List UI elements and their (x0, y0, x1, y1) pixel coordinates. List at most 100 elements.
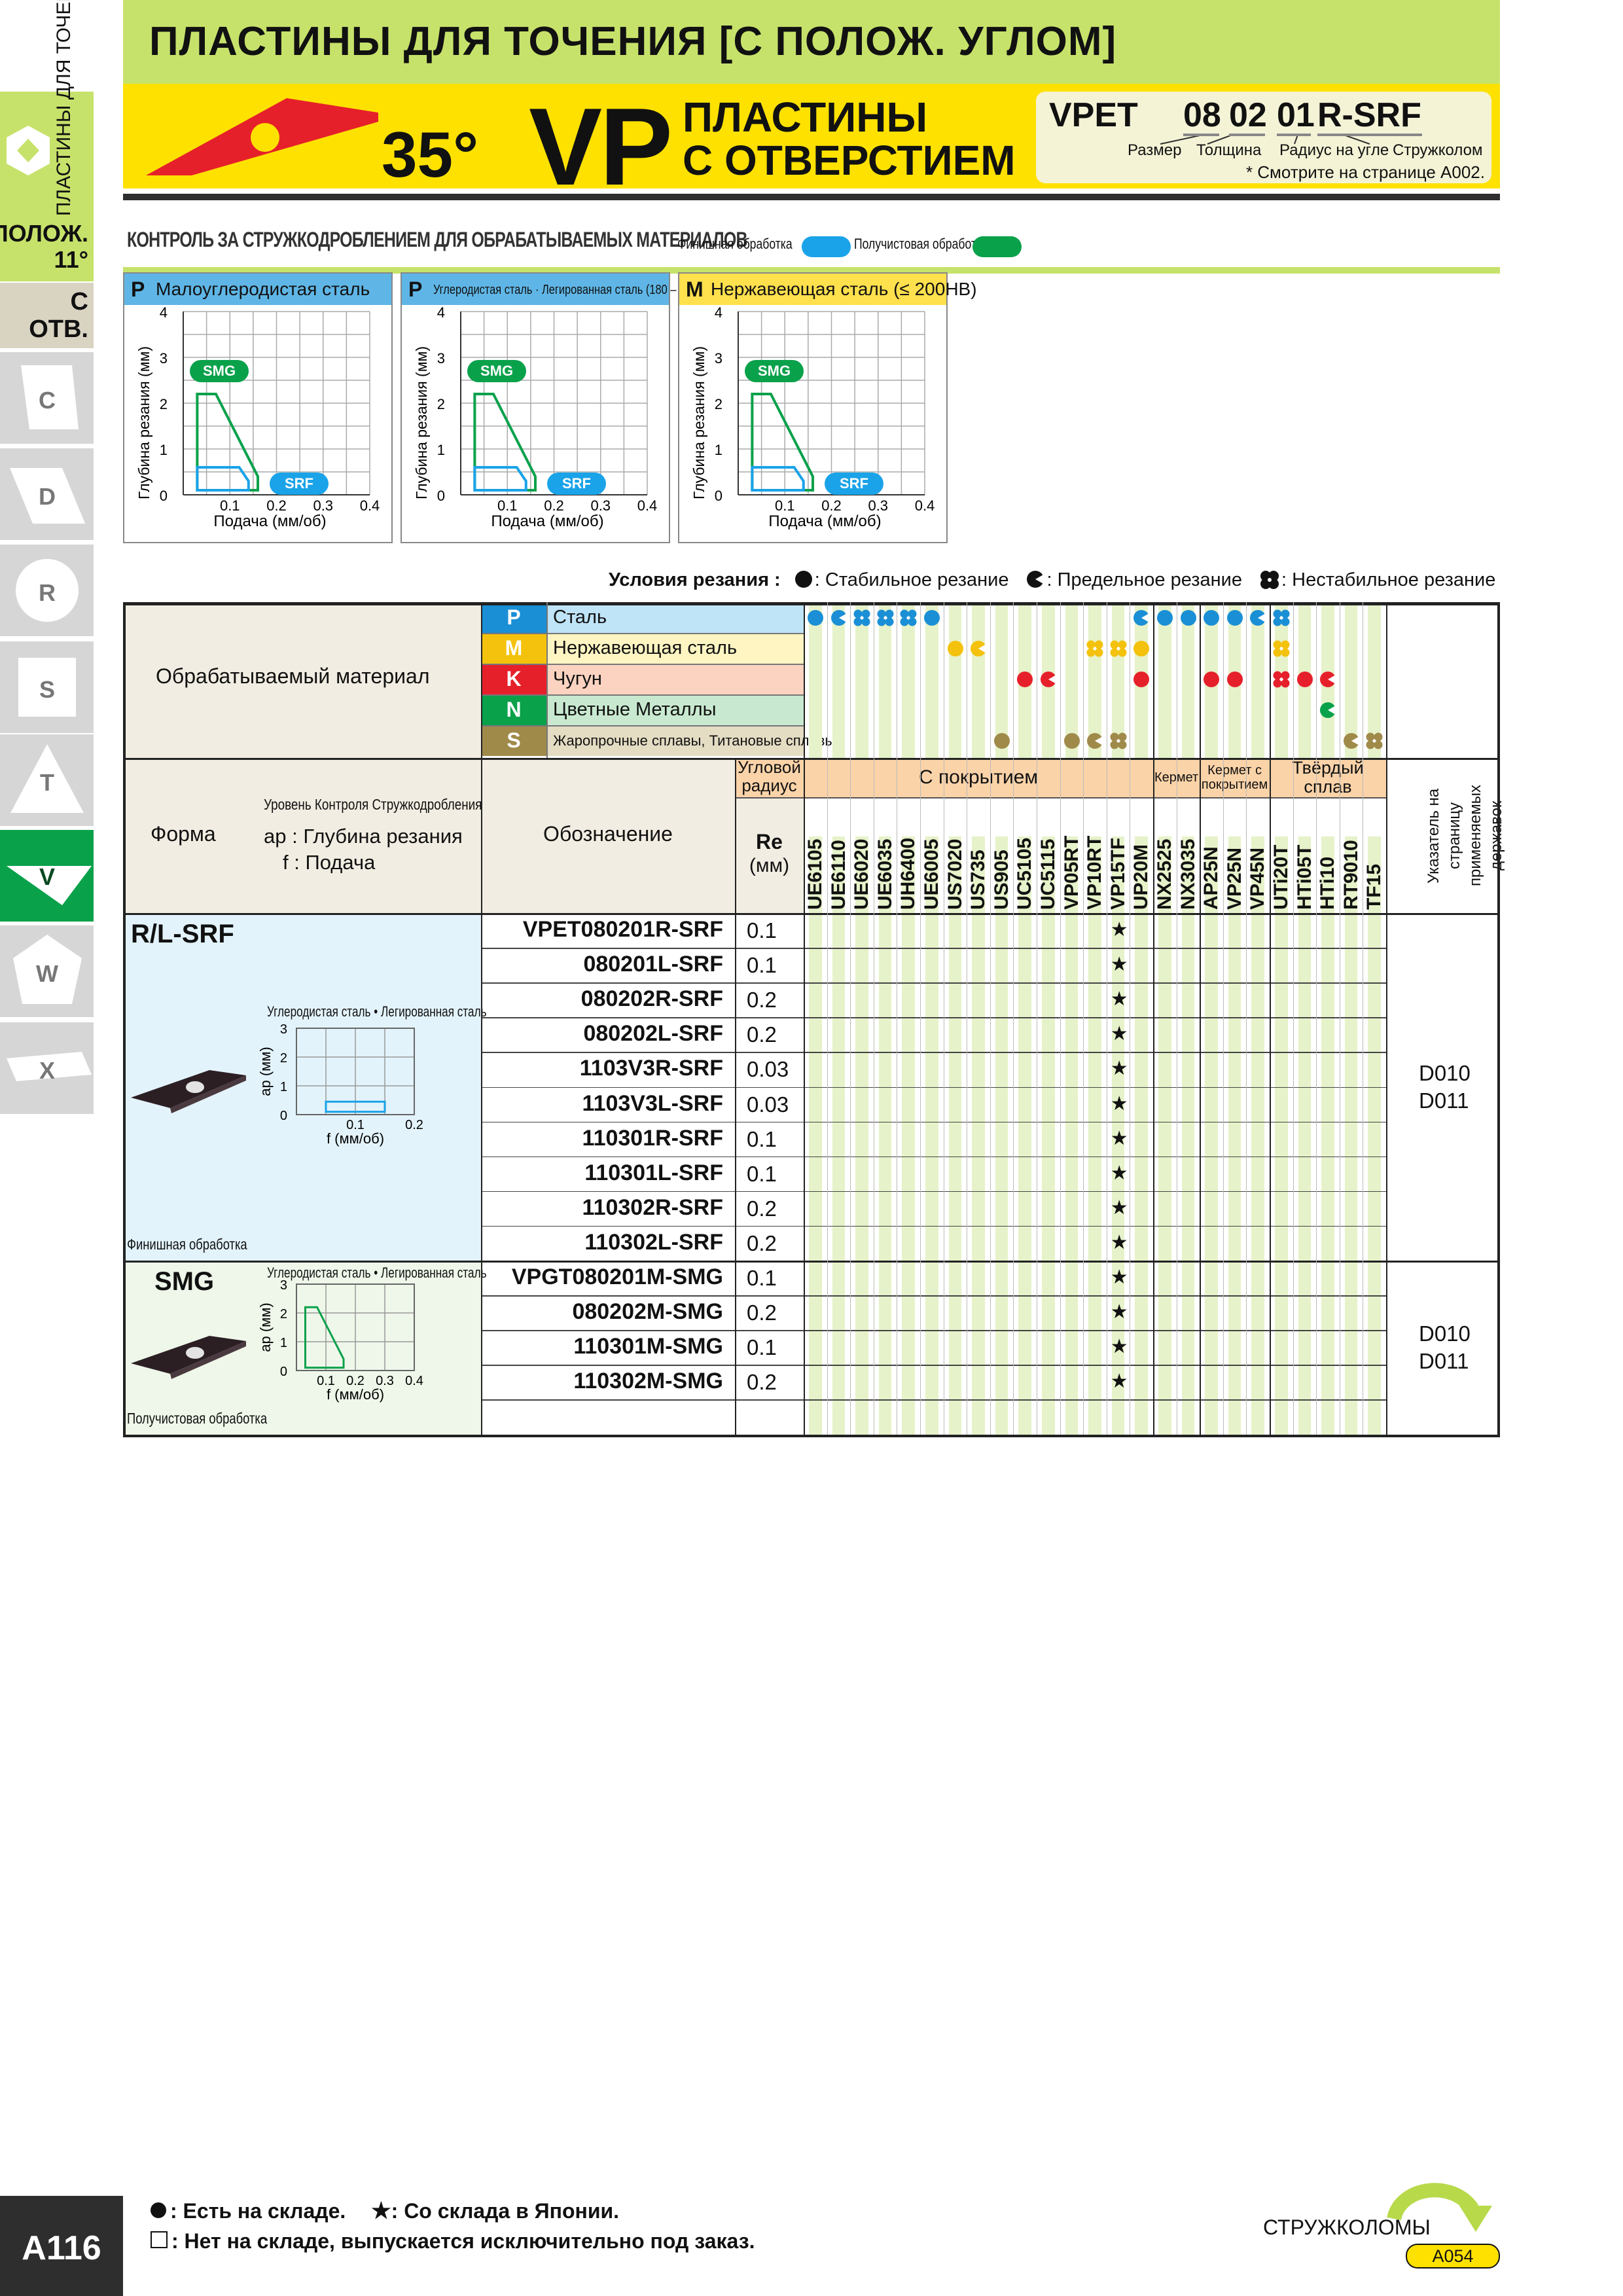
label-chipbreaker: Стружколом (1393, 141, 1483, 159)
table-vline (920, 602, 921, 1435)
grade-name-up20m: UP20M (1130, 844, 1152, 910)
grade-stripe (925, 836, 938, 1435)
smg-label-bg (190, 360, 249, 382)
shape-tab-letter: C (39, 387, 56, 414)
grade-stripe (948, 836, 962, 1435)
table-vline (1222, 602, 1224, 1435)
designation-cell: 110301M-SMG (573, 1334, 723, 1359)
insert-edge (170, 1075, 246, 1113)
stock-legend: : Есть на складе. ★: Со склада в Японии. (151, 2198, 619, 2224)
material-header-cell (123, 602, 481, 758)
label-size: Размер (1128, 141, 1182, 159)
lobe (1273, 679, 1282, 688)
shape-tab-v[interactable]: V (0, 830, 94, 922)
insert-angle: 35° (382, 118, 479, 190)
shape-s-icon: S (18, 658, 76, 717)
srf-label-bg (825, 473, 883, 495)
shape-tab-r[interactable]: R (0, 545, 94, 636)
shape-t-icon: T (10, 744, 84, 813)
grade-name-uti20t: UTi20T (1270, 844, 1292, 910)
shape-tab-w[interactable]: W (0, 925, 94, 1017)
stock-japan-star: ★ (1110, 1058, 1128, 1080)
grade-stripe (972, 836, 985, 1435)
row-line (481, 1295, 1387, 1297)
category-label: ПЛАСТИНЫ ДЛЯ ТОЧЕНИЯ (53, 0, 75, 216)
header-divider (123, 194, 1500, 200)
header-title-bar: ПЛАСТИНЫ ДЛЯ ТОЧЕНИЯ [С ПОЛОЖ. УГЛОМ] (123, 0, 1500, 84)
lobe (885, 617, 894, 626)
designation-cell: 110302M-SMG (573, 1369, 723, 1394)
table-vline (1200, 602, 1202, 1435)
mini-x-label: f (мм/об) (327, 1130, 384, 1147)
re-cell: 0.1 (747, 1335, 777, 1360)
dot (1226, 610, 1243, 626)
label-radius: Радиус на угле (1279, 141, 1389, 159)
table-vline (481, 602, 482, 1435)
positive-angle-tab[interactable]: ПОЛОЖ. 11° (0, 219, 94, 281)
legend-semi-label: Получистовая обработка (854, 236, 988, 252)
hub (860, 616, 864, 620)
y-tick-label: 4 (160, 305, 168, 321)
grade-stripe (1228, 836, 1241, 1435)
dot (1063, 733, 1080, 749)
chip-control-title: КОНТРОЛЬ ЗА СТРУЖКОДРОБЛЕНИЕМ ДЛЯ ОБРАБА… (127, 228, 748, 251)
shape-tab-c[interactable]: C (0, 352, 94, 444)
condition-stable-icon (1226, 610, 1243, 626)
table-vline (804, 602, 805, 758)
shape-tab-x[interactable]: X (0, 1022, 94, 1114)
chipbreakers-page-link[interactable]: A054 (1406, 2244, 1500, 2269)
grade-stripe (1065, 602, 1079, 758)
designation-head: Обозначение (543, 822, 673, 846)
category-tab[interactable]: ПЛАСТИНЫ ДЛЯ ТОЧЕНИЯ (0, 0, 94, 219)
round-shape (16, 559, 79, 622)
smg-label: SMG (480, 363, 513, 379)
condition-stable-icon (1226, 672, 1243, 687)
lobe (1118, 732, 1127, 742)
notch (1328, 674, 1338, 685)
grade-stripe (972, 602, 985, 758)
condition-stable-icon (1017, 672, 1033, 687)
mini-x-tick: 0.1 (346, 1118, 365, 1132)
shape-w-icon: W (13, 935, 82, 1004)
range-srf (751, 466, 805, 492)
stock-japan-star: ★ (1110, 919, 1128, 941)
shape-tab-s[interactable]: S (0, 641, 94, 733)
y-tick-label: 0 (715, 488, 722, 504)
lobe (1281, 640, 1290, 649)
row-line (481, 1052, 1387, 1053)
grade-group-coated-cermet: Кермет с покрытием (1200, 758, 1270, 797)
x-axis-label: Подача (мм/об) (491, 512, 603, 530)
lobe (1273, 609, 1282, 619)
japan-star-icon: ★ (371, 2198, 391, 2223)
grade-stripe (1205, 836, 1218, 1435)
table-vline (1270, 602, 1271, 1435)
designation-cell: 110302R-SRF (582, 1194, 723, 1220)
x-tick-label: 0.4 (637, 497, 658, 514)
grade-stripe (1251, 602, 1264, 758)
insert-hole (186, 1347, 204, 1359)
x-tick-label: 0.1 (775, 497, 795, 514)
shape-tab-t[interactable]: T (0, 734, 94, 826)
table-vline (1386, 602, 1387, 1435)
material-name-k: Чугун (546, 664, 804, 694)
with-hole-tab[interactable]: С ОТВ. (0, 283, 94, 348)
shape-x-icon: X (7, 1052, 92, 1084)
form-header-bg (123, 758, 804, 913)
insert-subtitle: ПЛАСТИНЫ С ОТВЕРСТИЕМ (683, 96, 1016, 182)
designation-key: VPET 08 02 01 R-SRF Размер Толщина Радиу… (1036, 92, 1491, 183)
mini-y-label: ap (мм) (257, 1047, 274, 1096)
shape-tab-d[interactable]: D (0, 448, 94, 540)
hub (1093, 647, 1097, 651)
condition-stable-icon (993, 733, 1010, 749)
mini-x-label: f (мм/об) (327, 1386, 384, 1403)
hub (1372, 739, 1376, 743)
x-tick-label: 0.4 (360, 497, 380, 514)
re-cell: 0.2 (747, 1370, 777, 1395)
stock-japan-star: ★ (1110, 954, 1128, 976)
srf-label: SRF (840, 475, 868, 492)
re-cell: 0.1 (747, 1126, 777, 1151)
grade-name-nx2525: NX2525 (1154, 838, 1175, 910)
